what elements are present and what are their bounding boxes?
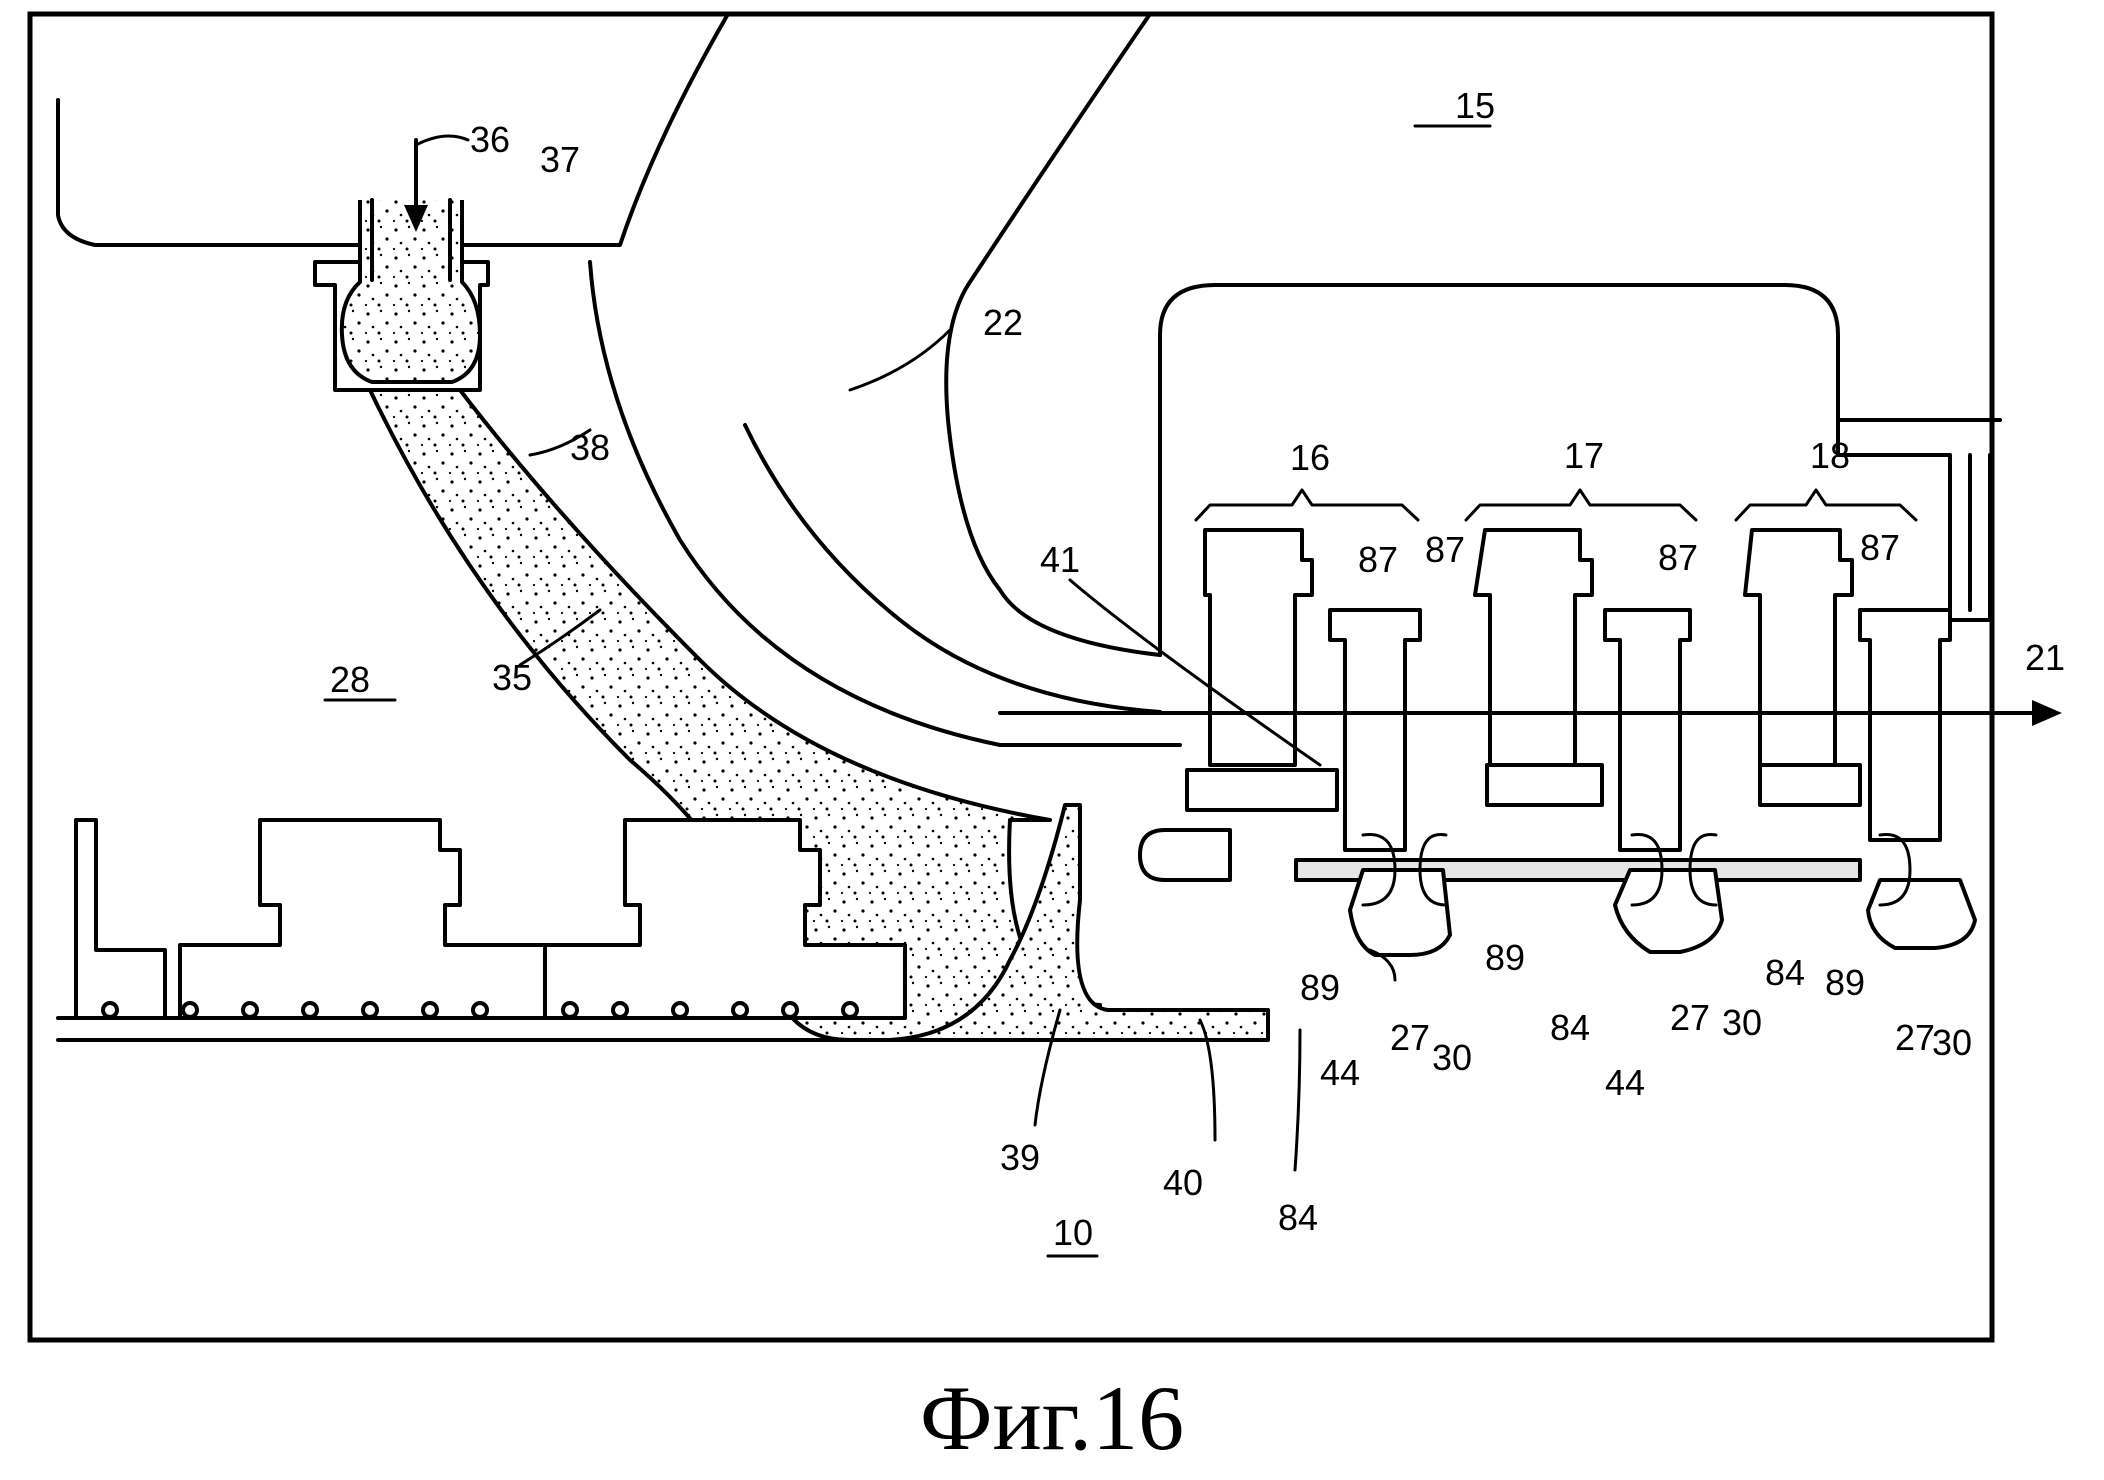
label-41: 41 [1040,539,1080,580]
label-21: 21 [2025,637,2065,678]
label-40: 40 [1163,1162,1203,1203]
label-84-a: 84 [1550,1007,1590,1048]
bottom-rail [58,1018,900,1040]
label-27-b: 27 [1670,997,1710,1038]
label-84-b: 84 [1765,952,1805,993]
label-87-b: 87 [1425,529,1465,570]
label-30-b: 30 [1722,1002,1762,1043]
rotor-discs [1350,870,1975,955]
stage-brackets [1196,490,1916,520]
label-37: 37 [540,139,580,180]
label-89-c: 89 [1825,962,1865,1003]
label-44-a: 44 [1320,1052,1360,1093]
figure-caption: Фиг.16 [0,1372,2104,1464]
label-87-a: 87 [1358,539,1398,580]
label-38: 38 [570,427,610,468]
stage-16-rotor [1140,530,1337,880]
lower-blocks [76,820,905,1018]
label-22: 22 [983,302,1023,343]
label-27-c: 27 [1895,1017,1935,1058]
label-87-d: 87 [1860,527,1900,568]
label-27-a: 27 [1390,1017,1430,1058]
label-30-a: 30 [1432,1037,1472,1078]
stage-18-rotor [1745,530,1860,805]
label-89-b: 89 [1485,937,1525,978]
vane-blocks [1330,610,1950,850]
label-30-c: 30 [1932,1022,1972,1063]
label-15: 15 [1455,85,1495,126]
label-44-b: 44 [1605,1062,1645,1103]
label-35: 35 [492,657,532,698]
label-89-a: 89 [1300,967,1340,1008]
label-10: 10 [1053,1212,1093,1253]
label-28: 28 [330,659,370,700]
label-17: 17 [1564,435,1604,476]
label-84-c: 84 [1278,1197,1318,1238]
label-87-c: 87 [1658,537,1698,578]
label-39: 39 [1000,1137,1040,1178]
stage-17-rotor [1475,530,1602,805]
label-18: 18 [1810,435,1850,476]
label-36: 36 [470,119,510,160]
label-16: 16 [1290,437,1330,478]
fluid-inlet-nozzle [315,200,488,390]
